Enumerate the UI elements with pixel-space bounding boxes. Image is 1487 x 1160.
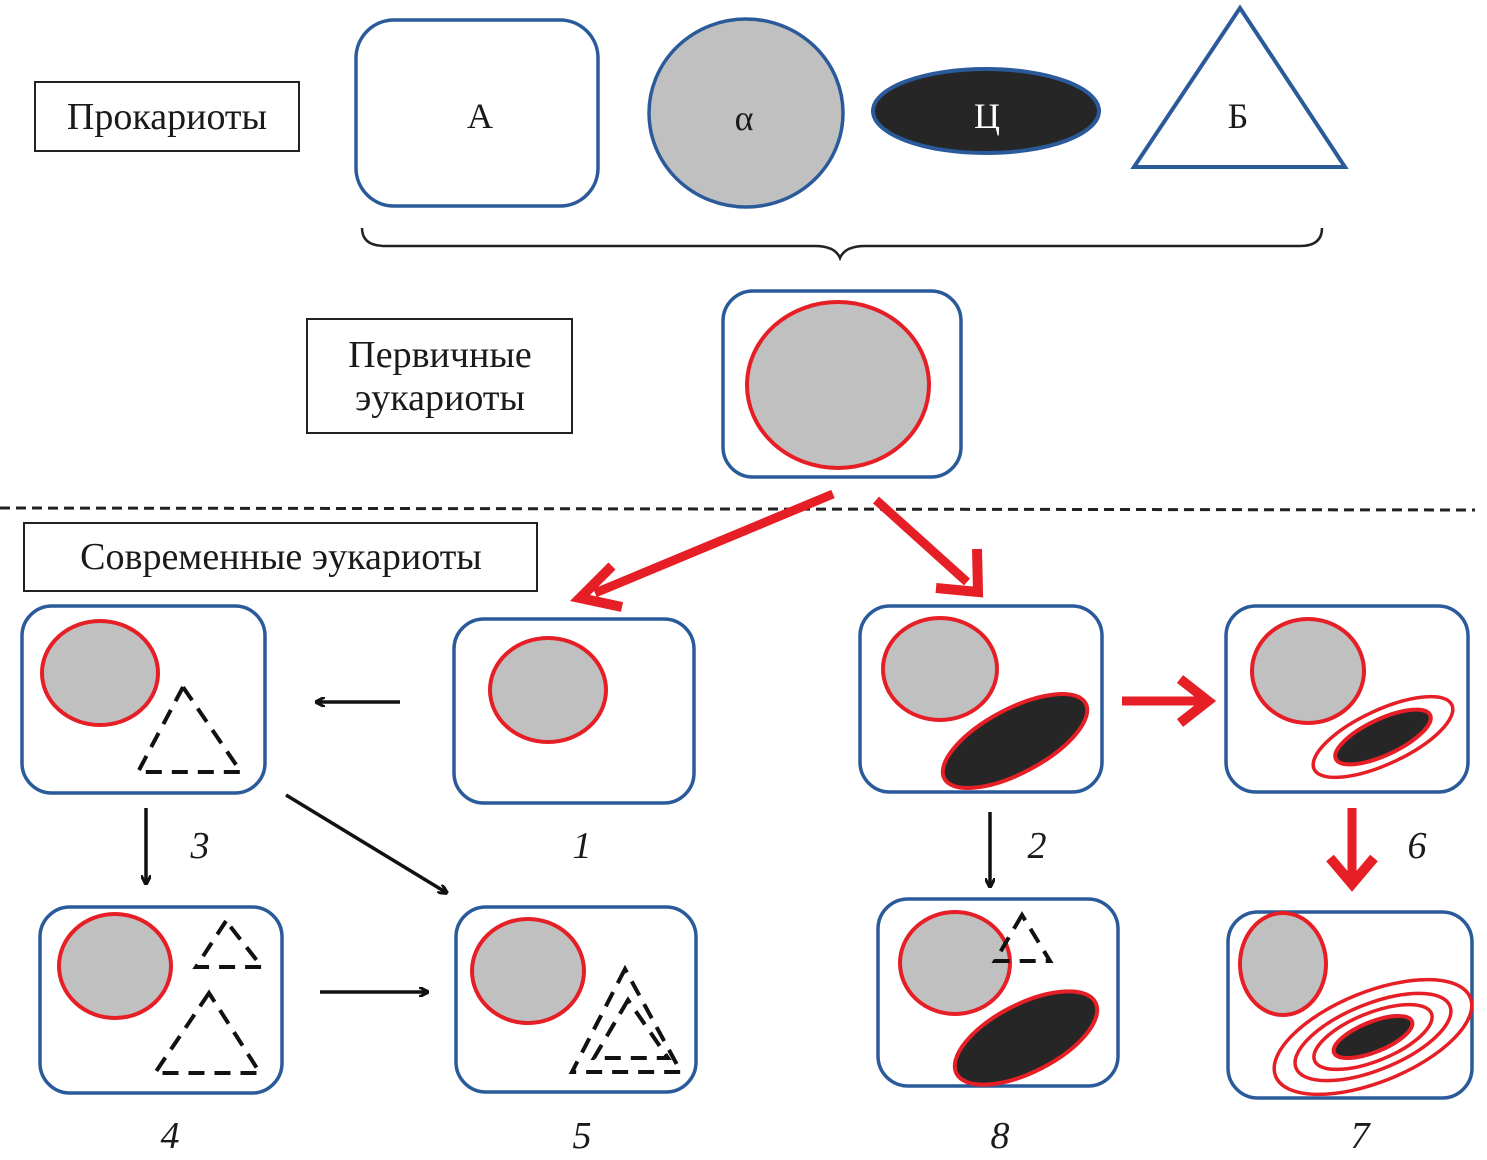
primary-eukaryotes-label-line2: эукариоты bbox=[355, 377, 525, 419]
cell-3-number: 3 bbox=[190, 825, 210, 867]
cell-2-number: 2 bbox=[1028, 825, 1047, 867]
cell-3 bbox=[20, 604, 267, 795]
red-arrow-cell2-to-cell6 bbox=[1122, 675, 1217, 727]
era-divider bbox=[0, 506, 1476, 512]
prokaryotes-label-box: Прокариоты bbox=[34, 81, 300, 152]
prokaryote-b: Б bbox=[1130, 4, 1349, 169]
modern-eukaryotes-label: Современные эукариоты bbox=[80, 536, 482, 578]
cell-7-number: 7 bbox=[1351, 1115, 1372, 1157]
cell-5 bbox=[454, 905, 698, 1094]
red-arrow-to-cell-1 bbox=[569, 489, 835, 612]
prokaryote-alpha-label: α bbox=[735, 98, 754, 138]
primary-eukaryotes-label-line1: Первичные bbox=[348, 334, 531, 376]
red-arrow-to-cell-2 bbox=[872, 496, 984, 598]
prokaryote-a-label: А bbox=[467, 96, 493, 136]
cell-2 bbox=[858, 604, 1104, 794]
cell-1-number: 1 bbox=[573, 825, 592, 867]
prokaryote-ts-label: Ц bbox=[974, 96, 1000, 136]
prokaryote-b-label: Б bbox=[1228, 96, 1249, 136]
cell-6-number: 6 bbox=[1408, 825, 1427, 867]
prokaryotes-label: Прокариоты bbox=[67, 96, 267, 138]
modern-eukaryotes-label-box: Современные эукариоты bbox=[23, 522, 538, 592]
primary-eukaryotes-label-box: Первичные эукариоты bbox=[306, 318, 573, 434]
cell-4 bbox=[38, 905, 284, 1095]
prokaryote-alpha: α bbox=[647, 17, 845, 209]
cell-8 bbox=[876, 897, 1120, 1088]
grouping-brace bbox=[360, 227, 1324, 262]
arrow-cell3-to-cell5 bbox=[285, 793, 447, 893]
cell-8-number: 8 bbox=[991, 1115, 1010, 1157]
prokaryote-ts: Ц bbox=[871, 67, 1101, 155]
cell-7 bbox=[1226, 910, 1474, 1100]
cell-5-number: 5 bbox=[573, 1115, 592, 1157]
cell-1 bbox=[452, 617, 696, 805]
red-arrow-cell6-to-cell7 bbox=[1326, 808, 1378, 892]
cell-6 bbox=[1224, 604, 1470, 794]
primary-eukaryote-cell bbox=[721, 289, 963, 479]
prokaryote-a: А bbox=[354, 18, 600, 208]
cell-4-number: 4 bbox=[161, 1115, 180, 1157]
